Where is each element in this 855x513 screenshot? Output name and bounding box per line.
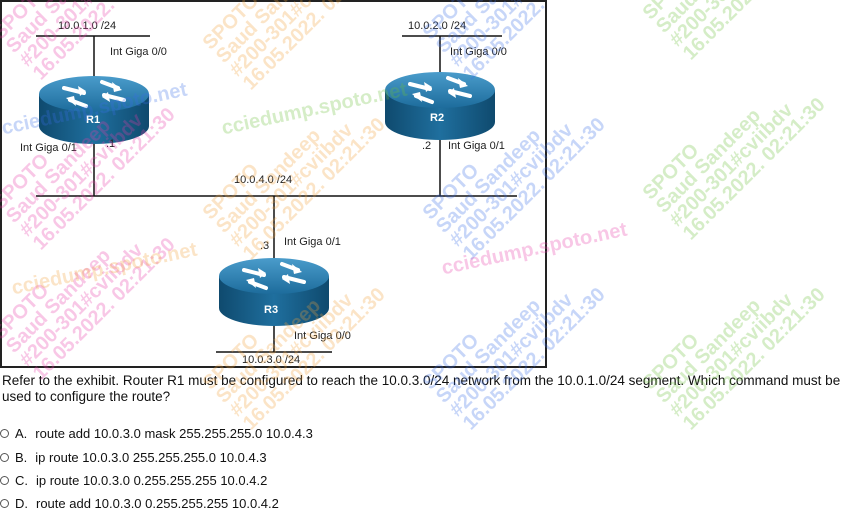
topology-diagram: [36, 35, 517, 353]
router-r2-icon: [383, 70, 497, 142]
option-d[interactable]: D. route add 10.0.3.0 0.255.255.255 10.0…: [0, 493, 279, 513]
net1-label: 10.0.1.0 /24: [58, 20, 117, 32]
option-text: ip route 10.0.3.0 255.255.255.0 10.0.4.3: [35, 449, 267, 465]
r2-host-id: .2: [422, 140, 432, 152]
option-text: ip route 10.0.3.0 0.255.255.255 10.0.4.2: [36, 472, 268, 488]
option-c[interactable]: C. ip route 10.0.3.0 0.255.255.255 10.0.…: [0, 470, 267, 490]
watermark-stamp: SPOTO Saud Sandeep #200-301#cviibdv 16.0…: [639, 0, 829, 64]
r2-name: R2: [430, 112, 445, 124]
net4-label: 10.0.4.0 /24: [234, 174, 293, 186]
option-letter: A.: [15, 425, 28, 441]
r3-host-id: .3: [260, 240, 270, 252]
r2-top-interface: Int Giga 0/0: [450, 46, 507, 58]
radio-circle-icon[interactable]: [0, 475, 9, 485]
option-text: route add 10.0.3.0 0.255.255.255 10.0.4.…: [36, 495, 279, 511]
network-exhibit: 10.0.1.0 /24 10.0.2.0 /24 10.0.4.0 /24 1…: [0, 0, 547, 368]
option-letter: B.: [15, 449, 28, 465]
option-text: route add 10.0.3.0 mask 255.255.255.0 10…: [35, 425, 313, 441]
r3-top-interface: Int Giga 0/1: [284, 236, 341, 248]
radio-circle-icon[interactable]: [0, 428, 9, 438]
r3-bottom-interface: Int Giga 0/0: [294, 330, 351, 342]
radio-circle-icon[interactable]: [0, 452, 9, 462]
net2-label: 10.0.2.0 /24: [408, 20, 467, 32]
net3-label: 10.0.3.0 /24: [242, 354, 301, 366]
router-r1-icon: [37, 74, 151, 146]
option-a[interactable]: A. route add 10.0.3.0 mask 255.255.255.0…: [0, 423, 313, 443]
radio-circle-icon[interactable]: [0, 498, 9, 508]
r1-top-interface: Int Giga 0/0: [110, 46, 167, 58]
r3-name: R3: [264, 304, 279, 316]
r1-bottom-interface: Int Giga 0/1: [20, 142, 77, 154]
r1-name: R1: [86, 114, 101, 126]
r1-host-id: .1: [106, 138, 116, 150]
option-b[interactable]: B. ip route 10.0.3.0 255.255.255.0 10.0.…: [0, 447, 267, 467]
option-letter: C.: [15, 472, 28, 488]
r2-bottom-interface: Int Giga 0/1: [448, 140, 505, 152]
option-letter: D.: [15, 495, 28, 511]
question-text: Refer to the exhibit. Router R1 must be …: [2, 373, 841, 404]
watermark-stamp: SPOTO Saud Sandeep #200-301#cviibdv 16.0…: [638, 93, 830, 245]
watermark-stamp: SPOTO Saud Sandeep #200-301#cviibdv 16.0…: [638, 283, 830, 435]
